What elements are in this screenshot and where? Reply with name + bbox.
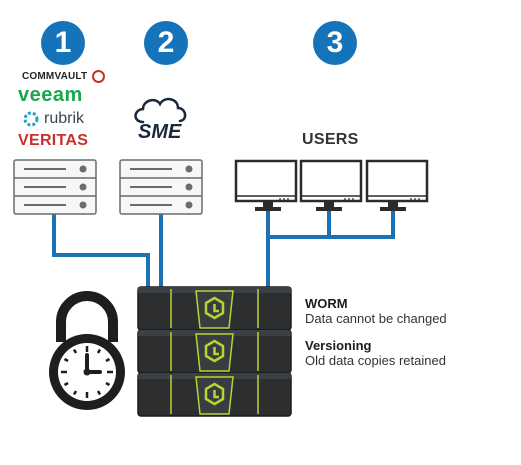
user-monitor-3 <box>365 159 429 211</box>
step-2-badge: 2 <box>144 21 188 65</box>
veritas-logo: VERITAS <box>18 132 89 149</box>
user-monitor-2 <box>299 159 363 211</box>
padlock-clock-icon <box>49 291 125 410</box>
worm-title: WORM <box>305 296 348 311</box>
storage-appliance <box>137 286 292 417</box>
cloud-icon <box>134 97 187 124</box>
step-3-badge: 3 <box>313 21 357 65</box>
link-vendor-servers <box>52 214 150 290</box>
storage-unit-1 <box>137 286 292 331</box>
step-1-badge: 1 <box>41 21 85 65</box>
storage-unit-3 <box>137 372 292 417</box>
sme-label: SME <box>138 121 182 143</box>
rubrik-icon <box>23 111 39 127</box>
sme-server-rack <box>119 159 203 215</box>
user-monitor-1 <box>234 159 298 211</box>
rubrik-logo: rubrik <box>44 110 85 127</box>
storage-unit-2 <box>137 329 292 374</box>
users-label: USERS <box>302 131 359 148</box>
versioning-title: Versioning <box>305 338 372 353</box>
versioning-description: Old data copies retained <box>305 353 446 368</box>
veeam-logo: veeam <box>18 84 83 106</box>
vendor-server-rack <box>13 159 97 215</box>
connection-lines <box>52 211 395 290</box>
worm-description: Data cannot be changed <box>305 311 447 326</box>
commvault-mark-icon <box>92 70 106 83</box>
commvault-logo: COMMVAULT <box>22 70 106 83</box>
